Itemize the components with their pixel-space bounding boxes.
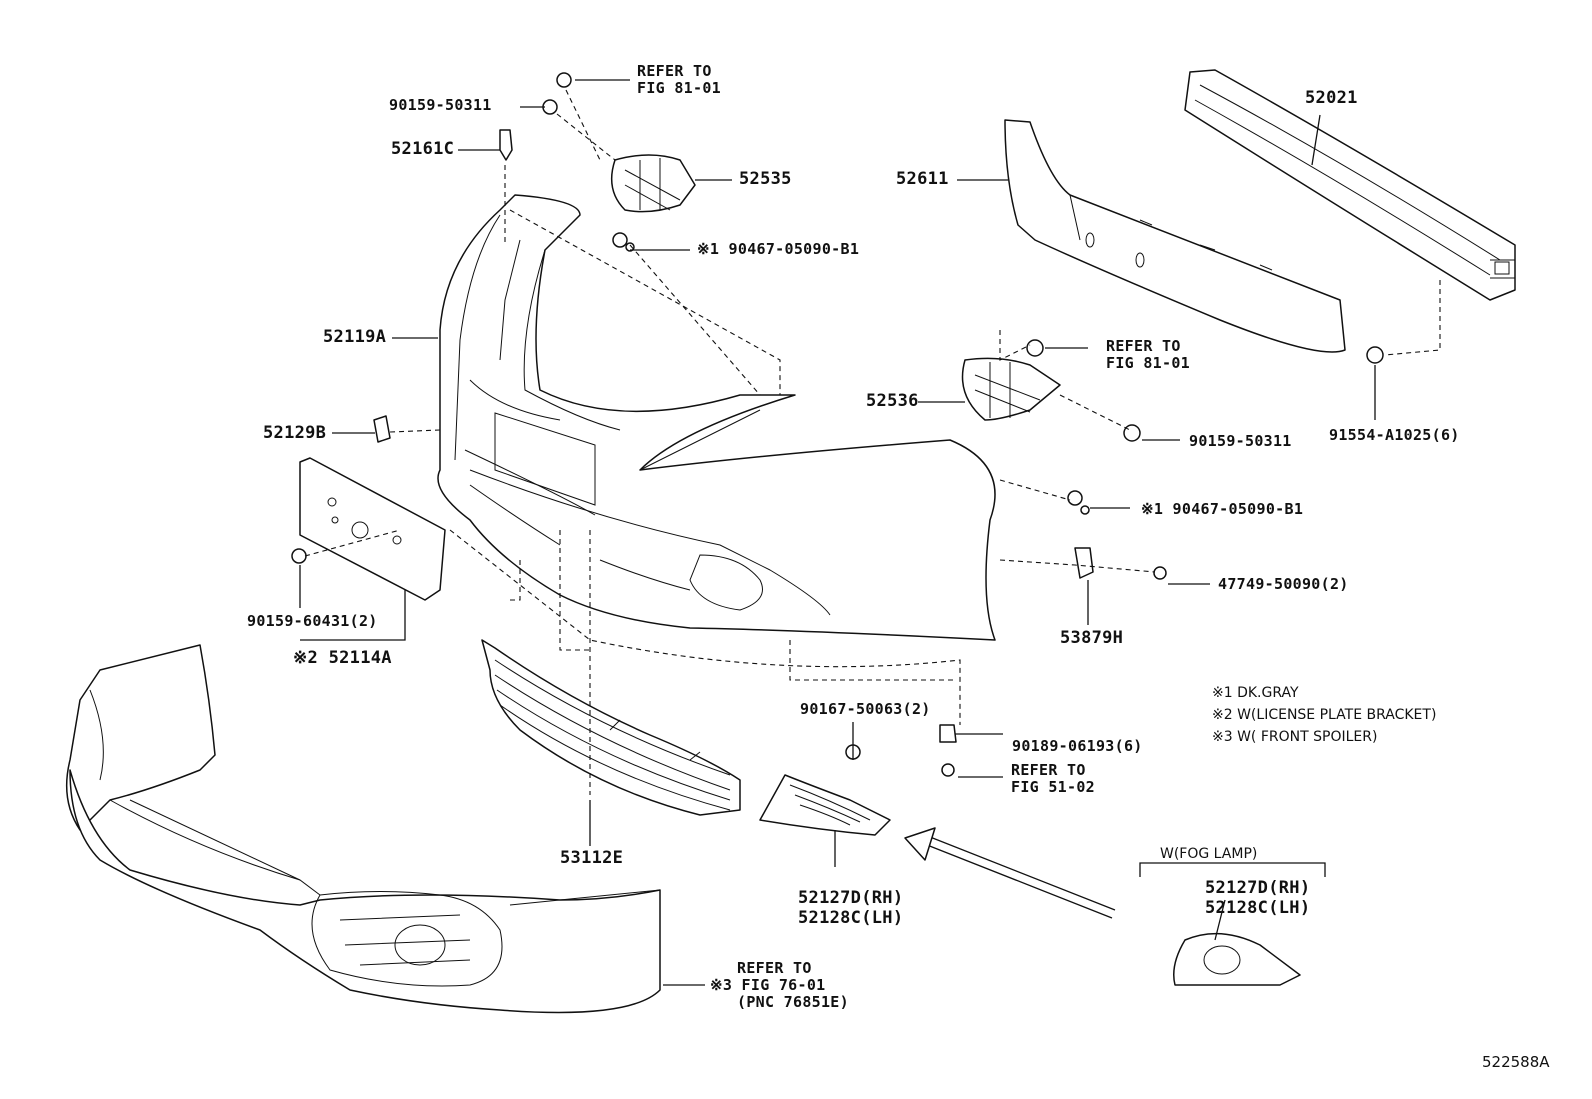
- note-1: ※1 DK.GRAY: [1212, 685, 1299, 701]
- callout-90467-05090-B1-top: ※1 90467-05090-B1: [697, 240, 860, 258]
- callout-line: (PNC 76851E): [737, 993, 849, 1011]
- fog-lamp-cover-52127D-main: [759, 774, 891, 836]
- callout-line: FIG 81-01: [1106, 354, 1190, 372]
- callout-52129B: 52129B: [263, 423, 327, 443]
- callout-line: ※3 FIG 76-01: [710, 976, 826, 994]
- note-3: ※3 W( FRONT SPOILER): [1212, 729, 1378, 745]
- callout-52119A: 52119A: [323, 327, 387, 347]
- note-2: ※2 W(LICENSE PLATE BRACKET): [1212, 707, 1437, 723]
- callout-90159-50311-top: 90159-50311: [389, 96, 492, 114]
- callout-90159-50311-mid: 90159-50311: [1189, 432, 1292, 450]
- callout-91554-A1025: 91554-A1025(6): [1329, 426, 1460, 444]
- callout-line: REFER TO: [737, 959, 812, 977]
- callout-line: FIG 51-02: [1011, 778, 1095, 796]
- callout-53879H: 53879H: [1060, 628, 1124, 648]
- callout-90159-60431: 90159-60431(2): [247, 612, 378, 630]
- bracket-52535: [610, 154, 696, 213]
- front-spoiler: [65, 644, 661, 1014]
- solid-leaders: [299, 79, 1376, 986]
- callout-line: 52127D(RH): [1205, 878, 1311, 898]
- callout-90167-50063: 90167-50063(2): [800, 700, 931, 718]
- energy-absorber-52611: [1004, 119, 1346, 353]
- callout-refer-fig-76-01: REFER TO ※3 FIG 76-01 (PNC 76851E): [710, 960, 849, 1011]
- callout-52535: 52535: [739, 169, 792, 189]
- callout-line: 52128C(LH): [798, 908, 904, 928]
- callout-53112E: 53112E: [560, 848, 624, 868]
- lower-grille-53112E: [481, 639, 741, 816]
- fog-lamp-cover-52127D-fog: [1173, 932, 1301, 986]
- fog-lamp-group-title: W(FOG LAMP): [1160, 846, 1258, 862]
- callout-52021: 52021: [1305, 88, 1358, 108]
- callout-52161C: 52161C: [391, 139, 455, 159]
- callout-line: 52127D(RH): [798, 888, 904, 908]
- callout-47749-50090: 47749-50090(2): [1218, 575, 1349, 593]
- callout-52114A: ※2 52114A: [293, 648, 392, 668]
- callout-refer-fig-81-01-top: REFER TO FIG 81-01: [637, 63, 721, 97]
- callout-line: REFER TO: [1011, 761, 1086, 779]
- bracket-52536: [961, 357, 1061, 421]
- figure-id: 522588A: [1482, 1053, 1550, 1071]
- callout-90189-06193: 90189-06193(6): [1012, 737, 1143, 755]
- callout-line: REFER TO: [637, 62, 712, 80]
- callout-52536: 52536: [866, 391, 919, 411]
- dashed-guides: [304, 89, 1441, 795]
- license-plate-bracket-52114A: [299, 457, 446, 601]
- callout-52127D-main: 52127D(RH) 52128C(LH): [798, 888, 903, 928]
- bumper-cover-52119A: [437, 194, 996, 641]
- callout-line: 52128C(LH): [1205, 898, 1311, 918]
- callout-line: FIG 81-01: [637, 79, 721, 97]
- callout-52611: 52611: [896, 169, 949, 189]
- callout-line: REFER TO: [1106, 337, 1181, 355]
- callout-90467-05090-B1-mid: ※1 90467-05090-B1: [1141, 500, 1304, 518]
- callout-52127D-fog: 52127D(RH) 52128C(LH): [1205, 878, 1310, 918]
- callout-refer-fig-51-02: REFER TO FIG 51-02: [1011, 762, 1095, 796]
- bumper-reinforcement-52021: [1184, 69, 1516, 301]
- callout-refer-fig-81-01-mid: REFER TO FIG 81-01: [1106, 338, 1190, 372]
- fasteners: [291, 72, 1384, 777]
